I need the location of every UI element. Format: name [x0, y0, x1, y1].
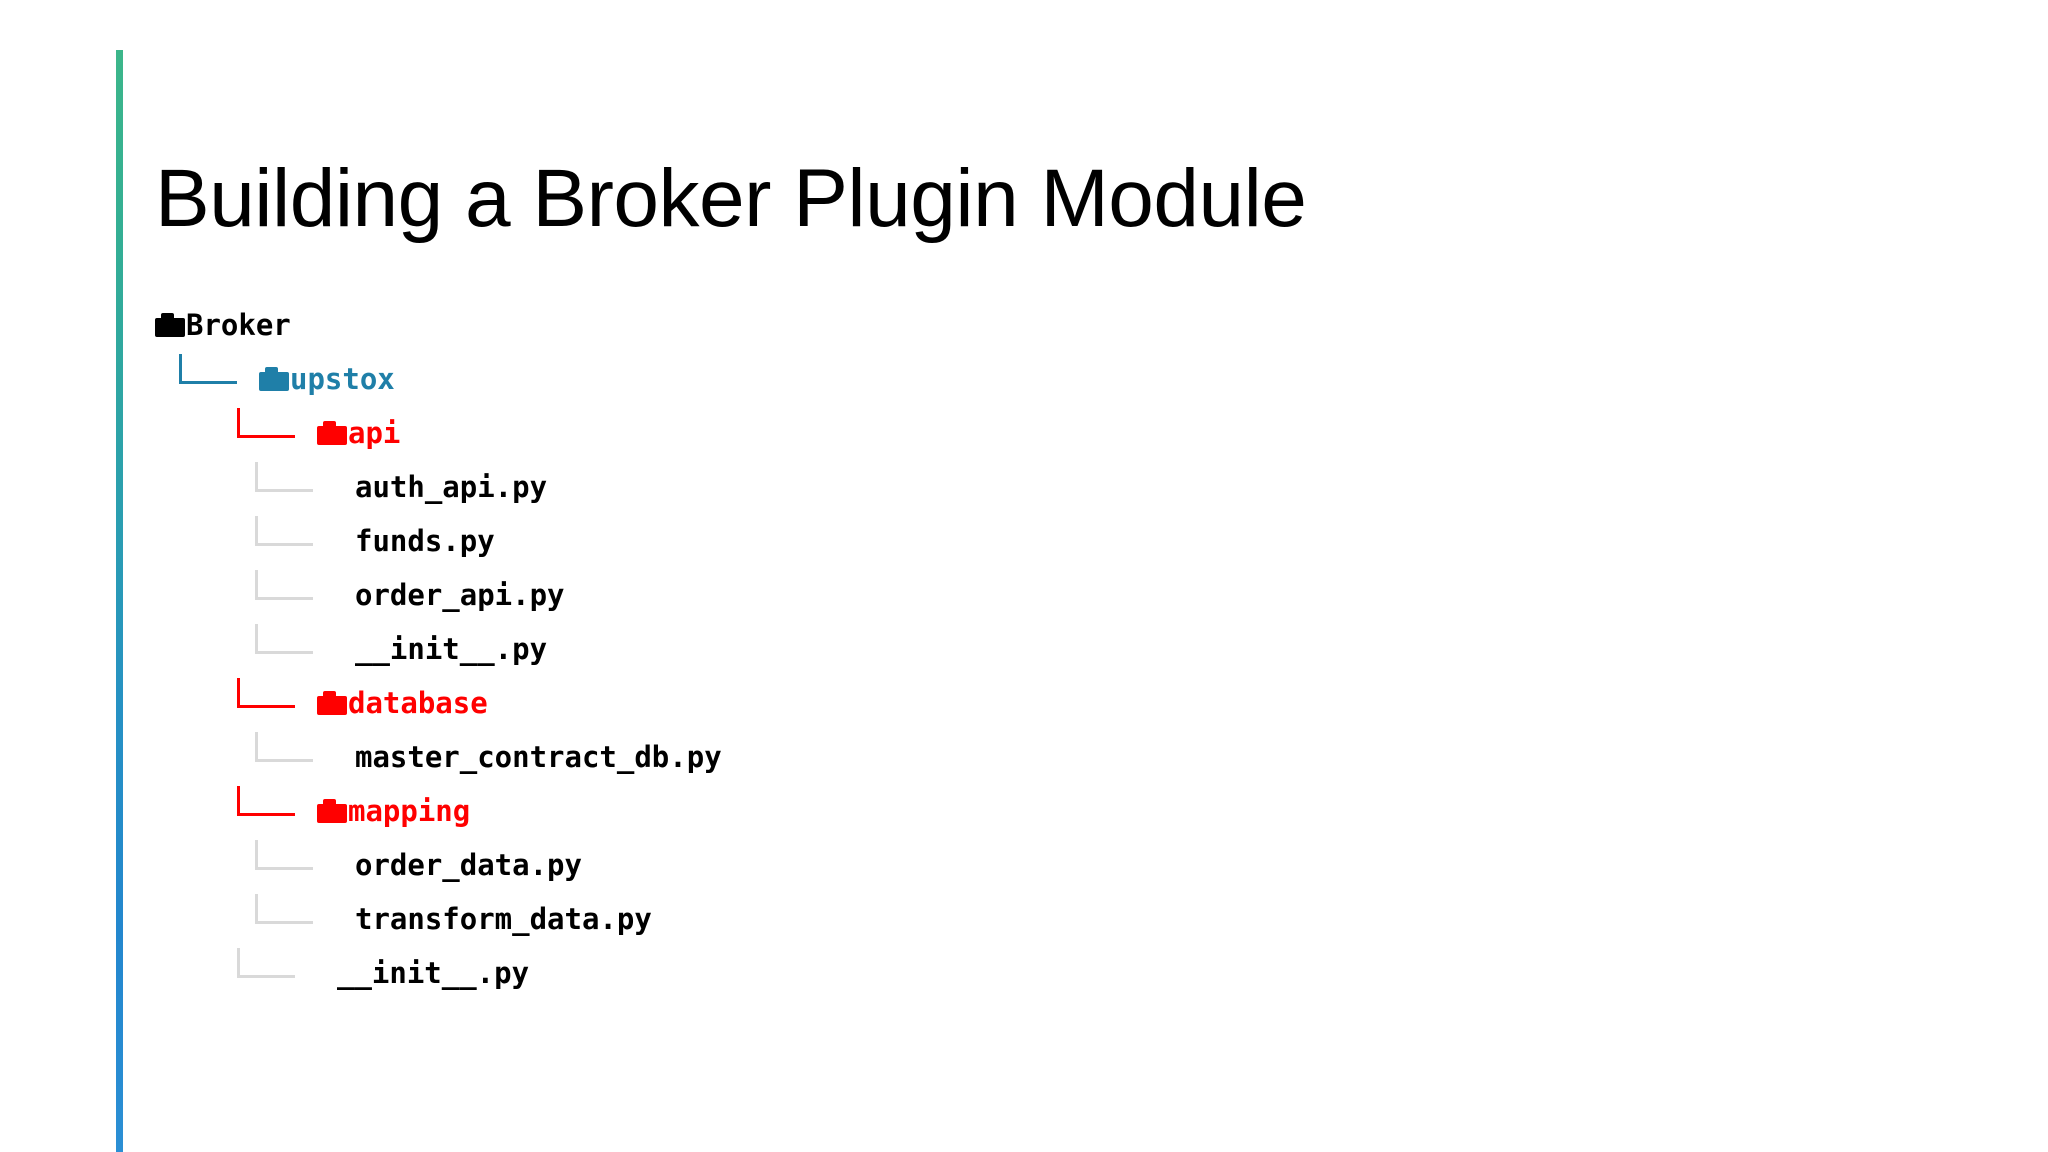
- tree-row-file[interactable]: order_api.py: [155, 568, 722, 622]
- tree-branch-icon: [253, 462, 331, 504]
- tree-branch-icon: [235, 786, 313, 828]
- tree-row-file[interactable]: transform_data.py: [155, 892, 722, 946]
- tree-row-folder[interactable]: database: [155, 676, 722, 730]
- tree-item-label: order_api.py: [355, 578, 565, 612]
- tree-branch-icon: [253, 894, 331, 936]
- tree-branch-icon: [253, 840, 331, 882]
- tree-branch-icon: [235, 408, 313, 450]
- tree-row-file[interactable]: __init__.py: [155, 946, 722, 1000]
- tree-item-label: funds.py: [355, 524, 495, 558]
- tree-branch-icon: [253, 732, 331, 774]
- tree-item-label: Broker: [186, 308, 291, 342]
- tree-row-file[interactable]: funds.py: [155, 514, 722, 568]
- tree-item-label: api: [348, 416, 401, 450]
- folder-icon: [259, 367, 289, 391]
- tree-row-file[interactable]: auth_api.py: [155, 460, 722, 514]
- tree-row-folder[interactable]: mapping: [155, 784, 722, 838]
- tree-item-label: __init__.py: [355, 632, 548, 666]
- folder-icon: [317, 691, 347, 715]
- tree-item-label: transform_data.py: [355, 902, 652, 936]
- tree-row-folder[interactable]: api: [155, 406, 722, 460]
- tree-row-file[interactable]: master_contract_db.py: [155, 730, 722, 784]
- folder-icon: [317, 421, 347, 445]
- tree-row-folder[interactable]: Broker: [155, 298, 722, 352]
- left-accent-bar: [116, 50, 123, 1152]
- tree-branch-icon: [177, 354, 255, 396]
- tree-row-file[interactable]: __init__.py: [155, 622, 722, 676]
- tree-item-label: upstox: [290, 362, 395, 396]
- tree-branch-icon: [253, 570, 331, 612]
- tree-row-folder[interactable]: upstox: [155, 352, 722, 406]
- tree-branch-icon: [253, 516, 331, 558]
- tree-item-label: mapping: [348, 794, 471, 828]
- tree-item-label: auth_api.py: [355, 470, 548, 504]
- tree-item-label: database: [348, 686, 488, 720]
- folder-icon: [317, 799, 347, 823]
- page-title: Building a Broker Plugin Module: [155, 152, 1307, 244]
- tree-branch-icon: [235, 948, 313, 990]
- tree-item-label: master_contract_db.py: [355, 740, 722, 774]
- file-tree: Broker upstox api auth_api.py funds.py order_…: [155, 298, 722, 1000]
- tree-row-file[interactable]: order_data.py: [155, 838, 722, 892]
- tree-item-label: __init__.py: [337, 956, 530, 990]
- tree-item-label: order_data.py: [355, 848, 582, 882]
- tree-branch-icon: [253, 624, 331, 666]
- tree-branch-icon: [235, 678, 313, 720]
- folder-icon: [155, 313, 185, 337]
